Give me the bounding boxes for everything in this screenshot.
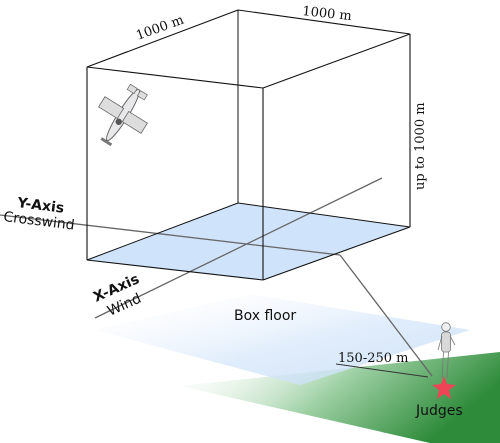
ground-area [180,352,500,443]
standing-person-icon [437,322,456,379]
distance-label: 150-250 m [338,351,408,366]
x-axis-line [94,177,383,319]
box-floor-shadow [95,294,470,385]
y-axis-subtitle: Crosswind [3,209,76,234]
box-hidden-edges [86,10,411,261]
y-axis-line [0,214,341,256]
width-dimension-label: 1000 m [302,4,353,24]
distance-marker-line [335,363,429,378]
height-dimension-label: up to 1000 m [413,102,428,190]
box-floor [87,203,410,280]
box-floor-label: Box floor [234,308,296,324]
y-axis-title: Y-Axis [16,195,65,217]
star-icon [432,376,456,399]
judges-sightline [339,254,433,377]
judges-label: Judges [415,403,463,419]
aerobatic-airplane-icon [98,83,148,147]
box-edges [86,9,411,281]
